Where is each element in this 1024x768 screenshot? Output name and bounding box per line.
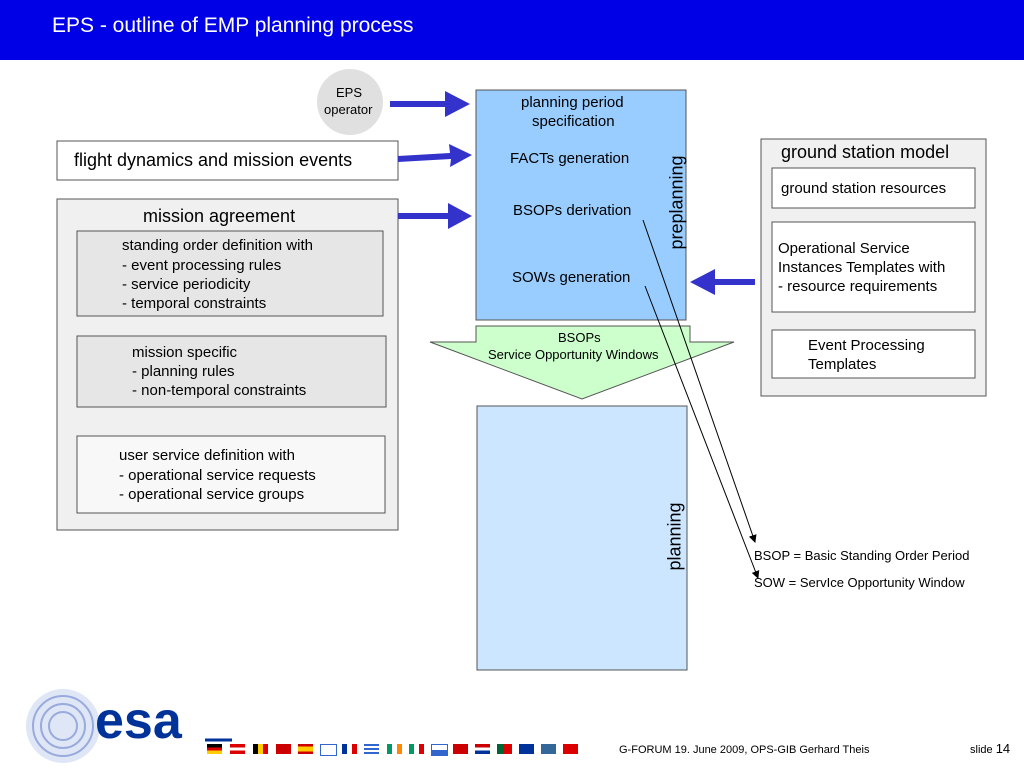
event-processing-line2: Templates <box>808 356 877 373</box>
esa-logo-globe <box>26 689 100 763</box>
templates-line3: - resource requirements <box>778 278 938 295</box>
templates-suffix: with <box>914 259 946 276</box>
input-arrow-ground-station <box>690 269 755 295</box>
event-processing-box <box>771 329 976 379</box>
output-arrow-line1: BSOPs <box>558 330 601 345</box>
ground-station-resources-label: ground station resources <box>781 180 947 197</box>
slide-title: EPS - outline of EMP planning process <box>52 14 414 37</box>
mission-agreement-heading: mission agreement <box>143 206 296 226</box>
standing-order-title-text: standing order definition <box>122 237 283 254</box>
templates-line1: Operational Service <box>778 240 910 257</box>
flag-icon <box>497 744 512 754</box>
planning-vertical-label: planning <box>664 502 685 571</box>
preplanning-step-3: BSOPs derivation <box>513 202 632 219</box>
preplanning-step-2: FACTs generation <box>510 150 630 167</box>
standing-order-box <box>76 230 384 317</box>
preplanning-step-1b: specification <box>532 113 615 130</box>
legend-bsop: BSOP = Basic Standing Order Period <box>754 548 970 563</box>
mission-specific-title: mission specific <box>132 344 238 361</box>
user-service-title-text: user service definition <box>119 447 265 464</box>
flag-icon <box>342 744 357 754</box>
esa-logo-text: esa <box>95 692 182 750</box>
ground-station-resources-box <box>771 167 976 209</box>
flag-icon <box>387 744 402 754</box>
standing-order-item: - temporal constraints <box>122 295 267 312</box>
preplanning-vertical-label: preplanning <box>666 155 687 250</box>
flight-dynamics-label: flight dynamics and mission events <box>74 150 353 170</box>
slide-label: slide 14 <box>970 741 1010 756</box>
flag-icon <box>453 744 468 754</box>
output-arrow-line2: Service Opportunity Windows <box>488 347 659 362</box>
bsop-pointer-line <box>642 219 757 543</box>
flag-icon <box>276 744 291 754</box>
flag-icon <box>320 744 337 756</box>
flag-icon <box>475 744 490 754</box>
input-arrow-flight-dynamics <box>398 144 472 167</box>
slide-number: 14 <box>995 741 1011 756</box>
flag-icon <box>207 744 222 754</box>
output-arrow <box>429 325 735 400</box>
flag-icon <box>541 744 556 754</box>
preplanning-step-1: planning period <box>521 94 624 111</box>
ground-station-model-heading: ground station model <box>781 142 950 162</box>
mission-specific-box <box>76 335 387 408</box>
templates-line2-text: Instances Templates <box>778 259 915 276</box>
service-templates-box <box>771 221 976 313</box>
title-bar <box>0 0 1024 60</box>
flag-icon <box>519 744 534 754</box>
user-service-title: user service definition with <box>119 446 295 465</box>
eps-operator-line1: EPS <box>336 85 363 100</box>
flag-icon <box>298 744 313 754</box>
flight-dynamics-box <box>56 140 399 181</box>
user-service-item: - operational service groups <box>119 486 305 503</box>
eps-operator-line2: operator <box>324 102 373 117</box>
slide-prefix: slide <box>970 744 993 756</box>
input-arrow-mission-agreement <box>398 203 472 229</box>
standing-order-item: - service periodicity <box>122 276 251 293</box>
mission-specific-item: - non-temporal constraints <box>132 382 307 399</box>
user-service-item: - operational service requests <box>119 467 316 484</box>
flag-icon <box>409 744 424 754</box>
templates-line2: Instances Templates with <box>778 258 945 277</box>
standing-order-suffix: with <box>282 237 313 254</box>
flag-icon <box>253 744 268 754</box>
flag-icon <box>230 744 245 754</box>
preplanning-box <box>475 89 687 321</box>
preplanning-step-4: SOWs generation <box>512 269 631 286</box>
mission-specific-item: - planning rules <box>132 363 235 380</box>
flag-icon <box>563 744 578 754</box>
event-processing-line1: Event Processing <box>808 337 925 354</box>
input-arrow-operator <box>390 91 470 117</box>
user-service-suffix: with <box>264 447 295 464</box>
sow-pointer-line <box>644 285 760 579</box>
standing-order-item: - event processing rules <box>122 257 282 274</box>
eps-operator-ellipse <box>317 69 383 135</box>
footer-event: G-FORUM 19. June 2009, OPS-GIB Gerhard T… <box>619 744 870 756</box>
user-service-box <box>76 435 386 514</box>
planning-box <box>476 405 688 671</box>
flag-icon <box>364 744 379 754</box>
legend-sow: SOW = ServIce Opportunity Window <box>754 575 965 590</box>
standing-order-title: standing order definition with <box>122 236 313 255</box>
flag-icon <box>431 744 448 756</box>
